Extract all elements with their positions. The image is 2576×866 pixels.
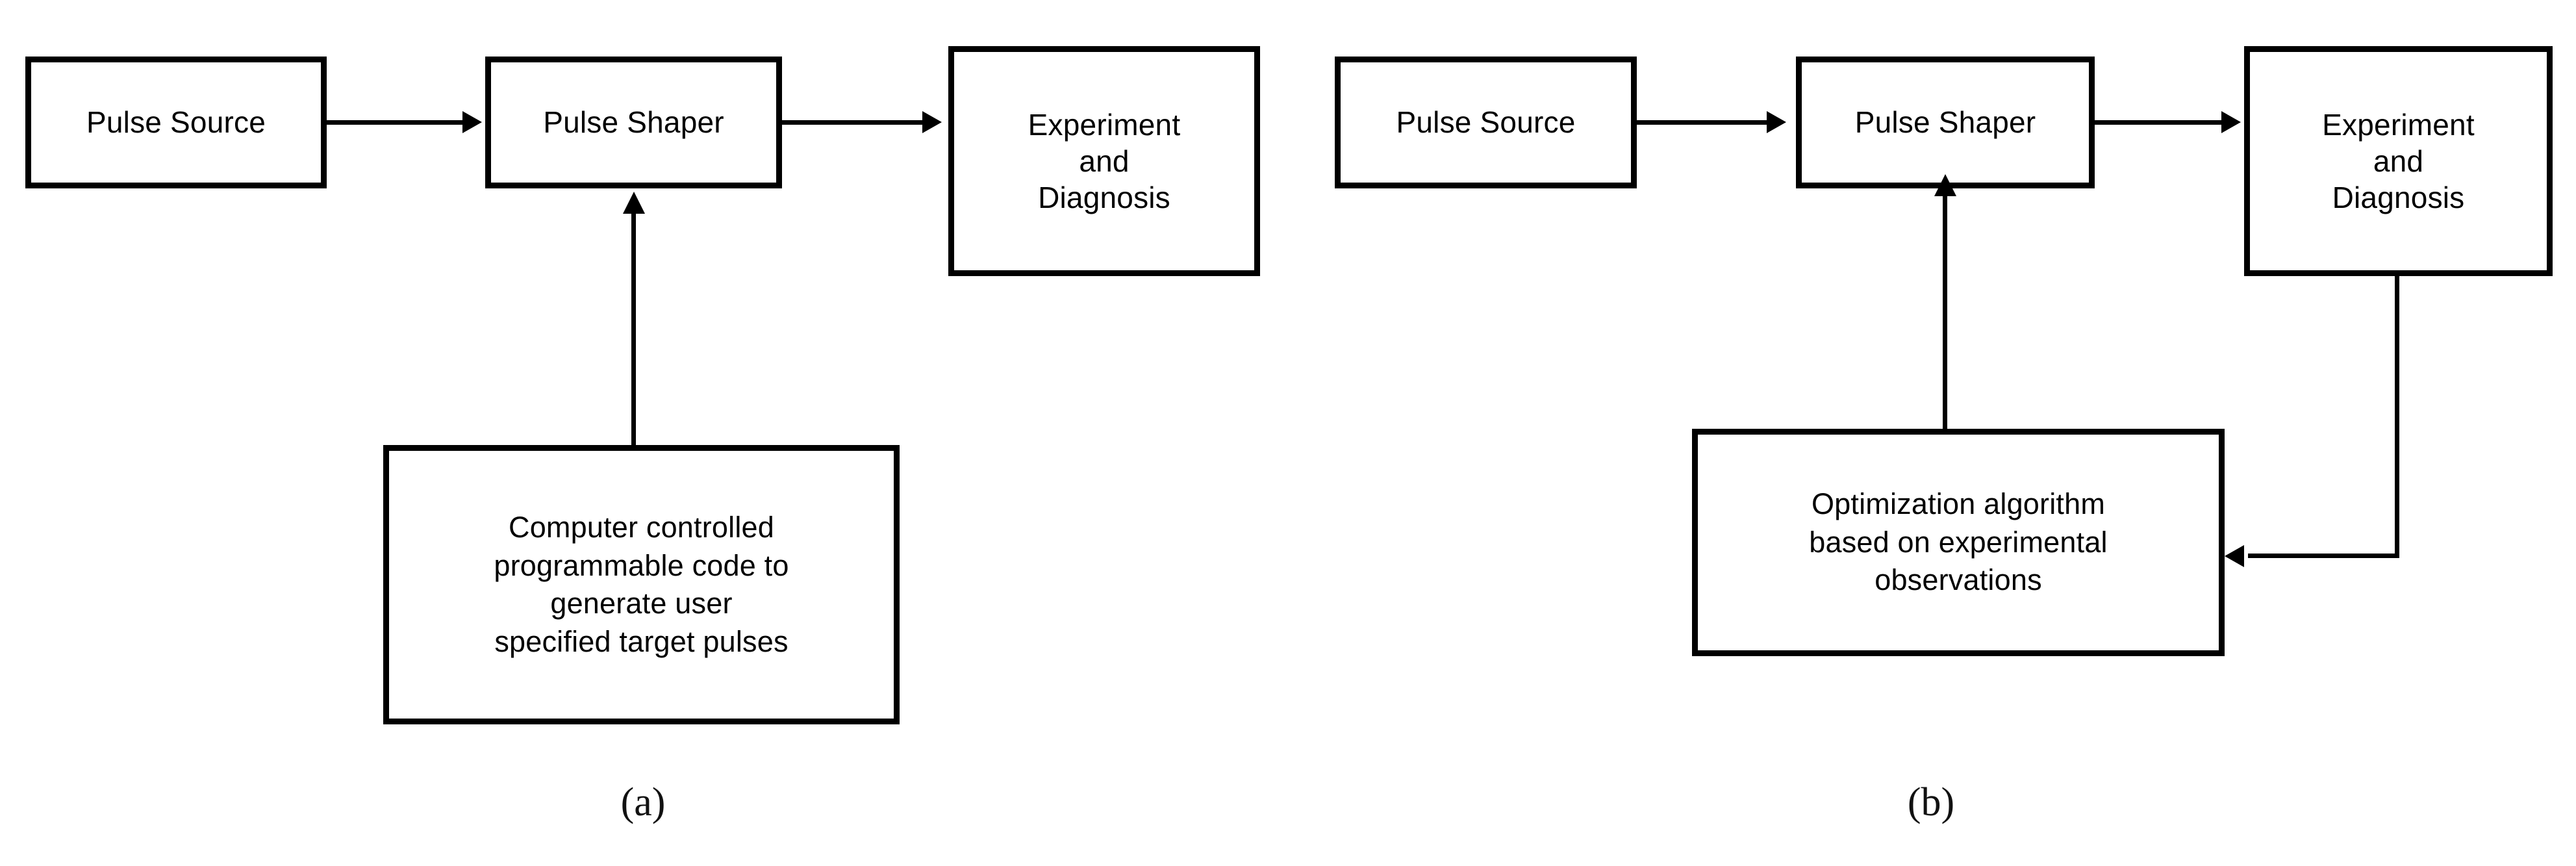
feedback-horizontal-segment-b bbox=[2248, 554, 2399, 558]
arrowhead-feedback-to-controller-b bbox=[2225, 545, 2244, 567]
box-label-controller-a: Computer controlled programmable code to… bbox=[494, 511, 789, 658]
box-controller-a: Computer controlled programmable code to… bbox=[383, 445, 900, 724]
feedback-vertical-segment-b bbox=[2395, 276, 2399, 558]
box-pulse-shaper-b: Pulse Shaper bbox=[1796, 57, 2095, 188]
arrowhead-shaper-to-experiment-b bbox=[2221, 111, 2241, 133]
connector-shaper-to-experiment-b bbox=[2095, 120, 2225, 125]
box-pulse-shaper-a: Pulse Shaper bbox=[485, 57, 782, 188]
caption-panel-a: (a) bbox=[620, 780, 666, 824]
arrowhead-shaper-to-experiment-a bbox=[922, 111, 942, 133]
connector-source-to-shaper-a bbox=[327, 120, 466, 125]
connector-controller-to-shaper-b bbox=[1943, 195, 1947, 429]
connector-controller-to-shaper-a bbox=[631, 212, 636, 446]
arrowhead-source-to-shaper-b bbox=[1767, 111, 1786, 133]
connector-source-to-shaper-b bbox=[1637, 120, 1770, 125]
box-pulse-source-b: Pulse Source bbox=[1335, 57, 1637, 188]
box-label-pulse-shaper-b: Pulse Shaper bbox=[1854, 105, 2036, 140]
box-label-controller-b: Optimization algorithm based on experime… bbox=[1809, 487, 2108, 597]
caption-panel-b: (b) bbox=[1907, 780, 1955, 824]
box-controller-b: Optimization algorithm based on experime… bbox=[1692, 429, 2225, 656]
box-label-pulse-source-a: Pulse Source bbox=[86, 105, 266, 140]
box-label-pulse-source-b: Pulse Source bbox=[1396, 105, 1576, 140]
panel-b: Pulse Source Pulse Shaper Experiment and… bbox=[1288, 0, 2576, 866]
box-label-pulse-shaper-a: Pulse Shaper bbox=[543, 105, 724, 140]
box-experiment-diagnosis-b: Experiment and Diagnosis bbox=[2244, 46, 2553, 276]
connector-shaper-to-experiment-a bbox=[782, 120, 925, 125]
box-experiment-diagnosis-a: Experiment and Diagnosis bbox=[948, 46, 1260, 276]
arrowhead-controller-to-shaper-a bbox=[623, 192, 645, 214]
arrowhead-controller-to-shaper-b bbox=[1934, 174, 1956, 196]
box-label-experiment-diagnosis-b: Experiment and Diagnosis bbox=[2322, 107, 2475, 215]
box-pulse-source-a: Pulse Source bbox=[25, 57, 327, 188]
panel-a: Pulse Source Pulse Shaper Experiment and… bbox=[25, 46, 1260, 824]
arrowhead-source-to-shaper-a bbox=[462, 111, 482, 133]
box-label-experiment-diagnosis-a: Experiment and Diagnosis bbox=[1028, 107, 1181, 215]
